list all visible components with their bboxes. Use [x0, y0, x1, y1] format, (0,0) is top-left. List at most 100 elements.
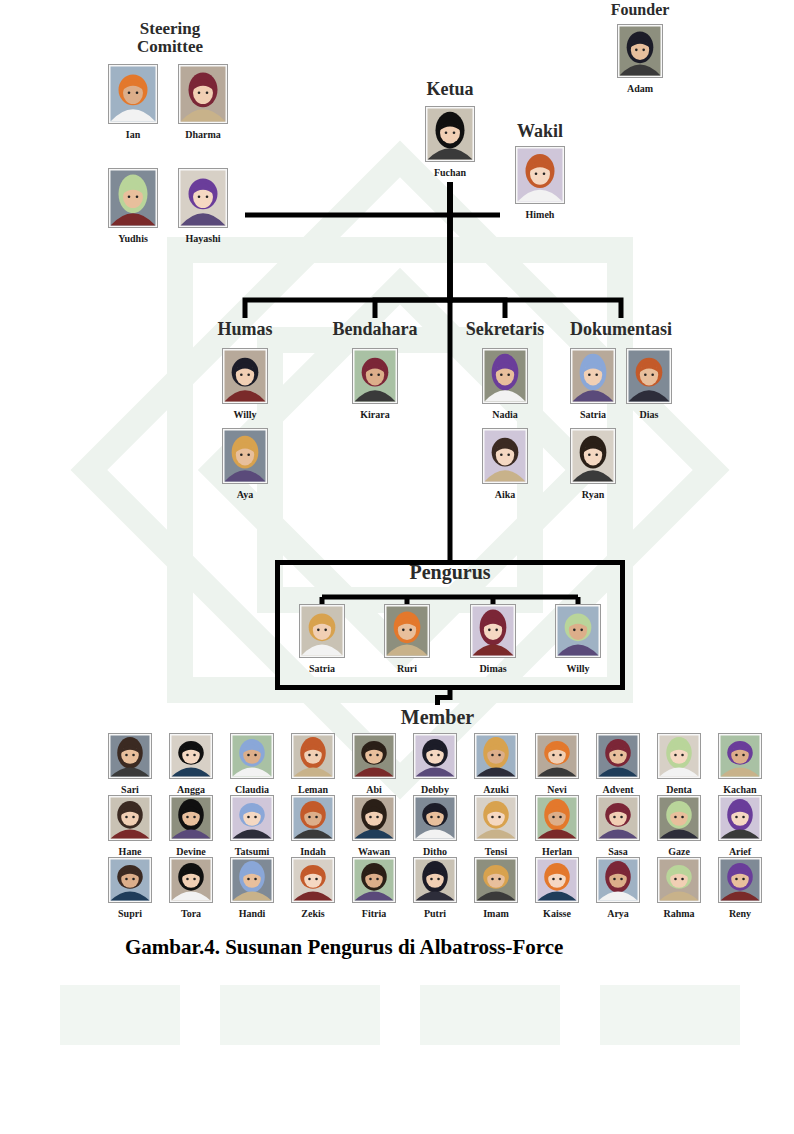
person-card: Ryan: [570, 428, 616, 502]
portrait-photo: [474, 733, 518, 779]
person-name: Nevi: [547, 784, 566, 796]
portrait-photo: [617, 24, 663, 78]
portrait-photo: [352, 857, 396, 903]
portrait-photo: [178, 64, 228, 124]
person-card: Tora: [169, 857, 213, 921]
person-card: Nadia: [482, 348, 528, 422]
portrait-photo: [515, 146, 565, 204]
person-card: Satria: [570, 348, 616, 422]
person-name: Fuchan: [434, 167, 466, 179]
person-name: Aya: [237, 489, 253, 501]
portrait-photo: [482, 348, 528, 404]
person-name: Devine: [176, 846, 205, 858]
group-heading: Humas: [217, 320, 272, 339]
portrait-photo: [425, 106, 475, 162]
portrait-photo: [169, 857, 213, 903]
person-name: Rahma: [663, 908, 694, 920]
person-name: Arya: [607, 908, 629, 920]
portrait-photo: [718, 733, 762, 779]
group-heading: Pengurus: [409, 562, 490, 583]
person-card: Fitria: [352, 857, 396, 921]
portrait-photo: [291, 733, 335, 779]
person-name: Satria: [580, 409, 606, 421]
group-box: Steering ComitteeIanDharmaYudhisHayashi: [95, 18, 245, 258]
group-heading: Founder: [611, 2, 670, 19]
person-name: Tatsumi: [235, 846, 270, 858]
portrait-photo: [413, 733, 457, 779]
group-heading: Sekretaris: [466, 320, 545, 339]
portrait-photo: [384, 604, 430, 658]
portrait-photo: [352, 733, 396, 779]
portrait-photo: [657, 857, 701, 903]
portrait-photo: [413, 857, 457, 903]
portrait-photo: [535, 857, 579, 903]
portrait-photo: [482, 428, 528, 484]
person-name: Dimas: [479, 663, 506, 675]
person-name: Zekis: [301, 908, 324, 920]
person-name: Ian: [126, 129, 140, 141]
person-card: Tatsumi: [230, 795, 274, 859]
group-heading: Steering Comittee: [120, 20, 220, 56]
portrait-photo: [474, 857, 518, 903]
person-name: Ryan: [582, 489, 604, 501]
group-box: MemberSariAnggaClaudiaLemanAbiDebbyAzuki…: [100, 705, 775, 920]
watermark-pattern: [89, 159, 711, 781]
portrait-photo: [535, 733, 579, 779]
portrait-photo: [108, 168, 158, 228]
group-box: FounderAdam: [600, 0, 680, 98]
person-card: Ditho: [413, 795, 457, 859]
portrait-photo: [626, 348, 672, 404]
group-box: DokumentasiSatria DiasRyan: [556, 318, 686, 508]
person-card: Angga: [169, 733, 213, 797]
person-name: Kachan: [723, 784, 756, 796]
connector-line: [245, 182, 450, 215]
portrait-photo: [570, 348, 616, 404]
person-name: Willy: [233, 409, 256, 421]
person-card: Herlan: [535, 795, 579, 859]
person-card: Ian: [108, 64, 158, 142]
group-heading: Bendahara: [332, 320, 417, 339]
person-name: Handi: [239, 908, 266, 920]
person-card: Putri: [413, 857, 457, 921]
person-card: Abi: [352, 733, 396, 797]
person-card: Dharma: [178, 64, 228, 142]
person-name: Indah: [300, 846, 326, 858]
person-card: Hane: [108, 795, 152, 859]
person-name: Fitria: [362, 908, 386, 920]
person-name: Tora: [181, 908, 201, 920]
person-name: Abi: [366, 784, 382, 796]
portrait-photo: [108, 795, 152, 841]
person-card: Aya: [222, 428, 268, 502]
person-card: Himeh: [515, 146, 565, 222]
group-box: HumasWillyAya: [200, 318, 290, 508]
person-name: Kirara: [360, 409, 389, 421]
person-card: Reny: [718, 857, 762, 921]
watermark-blocks: [60, 985, 740, 1045]
person-card: Kaisse: [535, 857, 579, 921]
person-name: Debby: [421, 784, 449, 796]
person-name: Sasa: [608, 846, 627, 858]
person-name: Yudhis: [118, 233, 148, 245]
person-card: Kirara: [352, 348, 398, 422]
person-card: Kachan: [718, 733, 762, 797]
person-card: Aika: [482, 428, 528, 502]
person-name: Ditho: [423, 846, 447, 858]
person-card: Rahma: [657, 857, 701, 921]
watermark-block: [420, 985, 560, 1045]
person-name: Putri: [424, 908, 446, 920]
connector-line: [448, 182, 453, 560]
portrait-photo: [657, 733, 701, 779]
person-name: Arief: [729, 846, 751, 858]
watermark-block: [60, 985, 180, 1045]
portrait-photo: [222, 428, 268, 484]
portrait-photo: [555, 604, 601, 658]
person-card: Yudhis: [108, 168, 158, 246]
portrait-photo: [470, 604, 516, 658]
person-name: Satria: [309, 663, 335, 675]
person-card: Azuki: [474, 733, 518, 797]
person-card: Arief: [718, 795, 762, 859]
person-name: Dias: [640, 409, 659, 421]
group-heading: Dokumentasi: [570, 320, 672, 339]
person-name: Nadia: [492, 409, 518, 421]
